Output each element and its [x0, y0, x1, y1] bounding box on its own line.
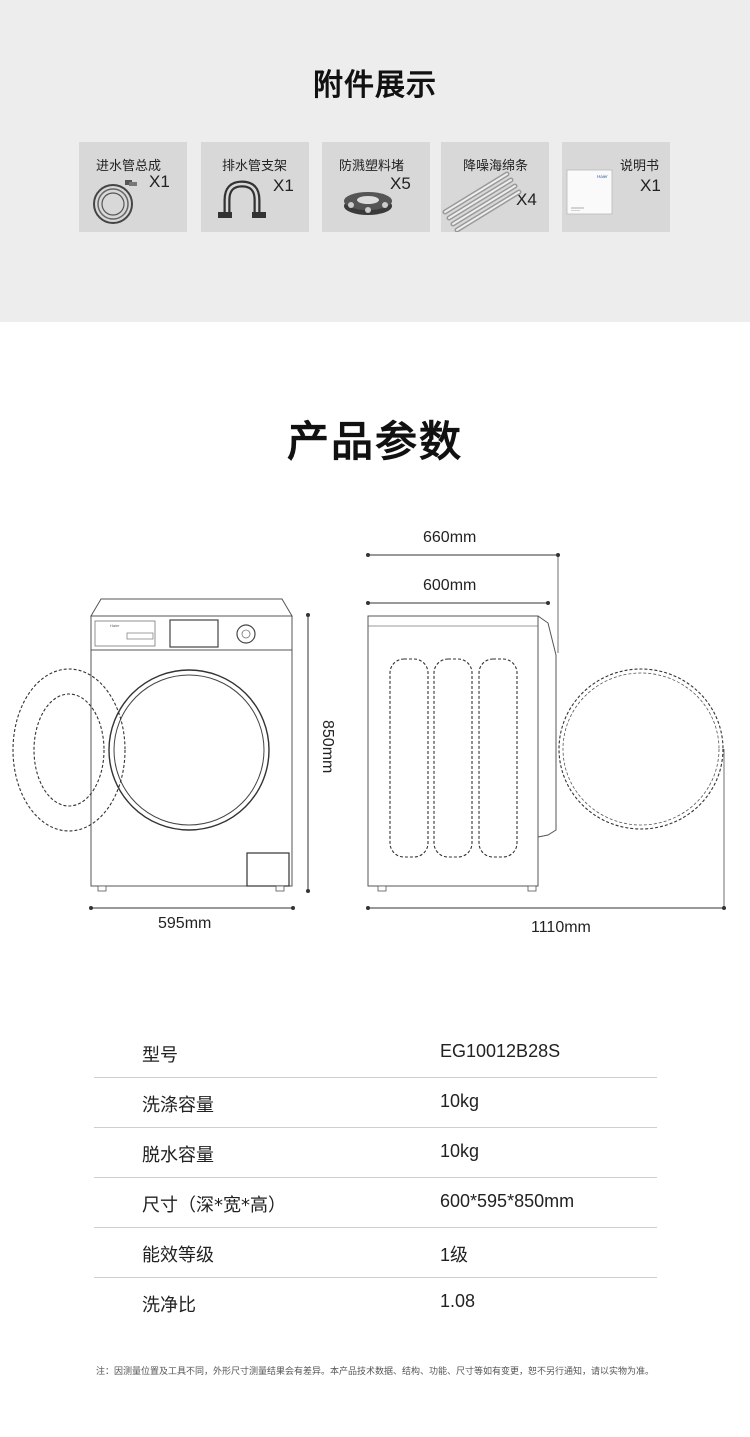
accessory-qty: X5 [390, 174, 411, 193]
side-total-depth-label: 660mm [423, 529, 477, 546]
accessory-qty: X1 [273, 176, 294, 195]
accessory-qty: X1 [640, 176, 661, 195]
spec-label: 尺寸（深*宽*高） [142, 1195, 286, 1216]
params-title: 产品参数 [286, 417, 463, 466]
accessories-section: 附件展示 进水管总成 X1 排水管支架 X1 [0, 0, 750, 322]
manual-brand-logo: Haier [597, 174, 608, 179]
front-panel-brand: Haier [110, 623, 120, 628]
accessory-name: 说明书 [620, 159, 660, 174]
spec-value: EG10012B28S [440, 1041, 561, 1061]
spec-value: 1级 [440, 1245, 469, 1265]
spec-label: 洗涤容量 [142, 1095, 214, 1116]
accessory-name: 进水管总成 [96, 159, 162, 174]
spec-label: 脱水容量 [142, 1145, 214, 1166]
accessory-splash-plug: 防溅塑料堵 X5 [322, 142, 430, 232]
spec-row-size: 尺寸（深*宽*高） 600*595*850mm [94, 1178, 657, 1228]
footnote: 注：因测量位置及工具不同，外形尺寸测量结果会有差异。本产品技术数据、结构、功能、… [95, 1367, 654, 1377]
spec-label: 洗净比 [142, 1295, 196, 1316]
door-open-depth-label: 1110mm [531, 919, 591, 936]
height-label: 850mm [319, 720, 336, 774]
accessory-qty: X4 [516, 190, 537, 209]
foam-strip-icon [442, 171, 522, 232]
spec-table: 型号 EG10012B28S 洗涤容量 10kg 脱水容量 10kg 尺寸（深*… [94, 1028, 657, 1328]
splash-plug-icon [344, 192, 392, 215]
front-view-washer: Haier [12, 598, 293, 892]
accessory-drain-support: 排水管支架 X1 [201, 142, 309, 232]
accessory-inlet-hose: 进水管总成 X1 [79, 142, 187, 232]
accessory-manual: 说明书 X1 Haier [562, 142, 670, 232]
accessory-foam-strip: 降噪海绵条 X4 [441, 142, 549, 232]
inlet-hose-icon [93, 180, 137, 224]
spec-value: 1.08 [440, 1291, 476, 1311]
spec-value: 10kg [440, 1141, 480, 1161]
accessory-name: 排水管支架 [222, 159, 288, 174]
accessories-title: 附件展示 [313, 68, 437, 103]
dimension-diagram: Haier [0, 515, 750, 945]
accessory-name: 防溅塑料堵 [339, 159, 405, 174]
spec-row-spin-capacity: 脱水容量 10kg [94, 1128, 657, 1178]
side-view-washer [367, 615, 724, 892]
front-width-label: 595mm [158, 915, 212, 932]
spec-label: 能效等级 [142, 1245, 214, 1266]
accessories-row: 进水管总成 X1 排水管支架 X1 防溅塑料堵 X5 [0, 142, 750, 234]
accessory-qty: X1 [149, 172, 170, 191]
spec-label: 型号 [142, 1045, 178, 1066]
spec-value: 10kg [440, 1091, 480, 1111]
washer-dimension-drawing: Haier [12, 553, 726, 910]
side-body-depth-label: 600mm [423, 577, 477, 594]
accessory-name: 降噪海绵条 [463, 159, 529, 174]
drain-support-icon [218, 180, 266, 218]
spec-value: 600*595*850mm [440, 1191, 575, 1211]
spec-row-energy-grade: 能效等级 1级 [94, 1228, 657, 1278]
spec-row-wash-ratio: 洗净比 1.08 [94, 1278, 657, 1328]
manual-icon: Haier [566, 169, 613, 215]
spec-row-model: 型号 EG10012B28S [94, 1028, 657, 1078]
spec-row-wash-capacity: 洗涤容量 10kg [94, 1078, 657, 1128]
